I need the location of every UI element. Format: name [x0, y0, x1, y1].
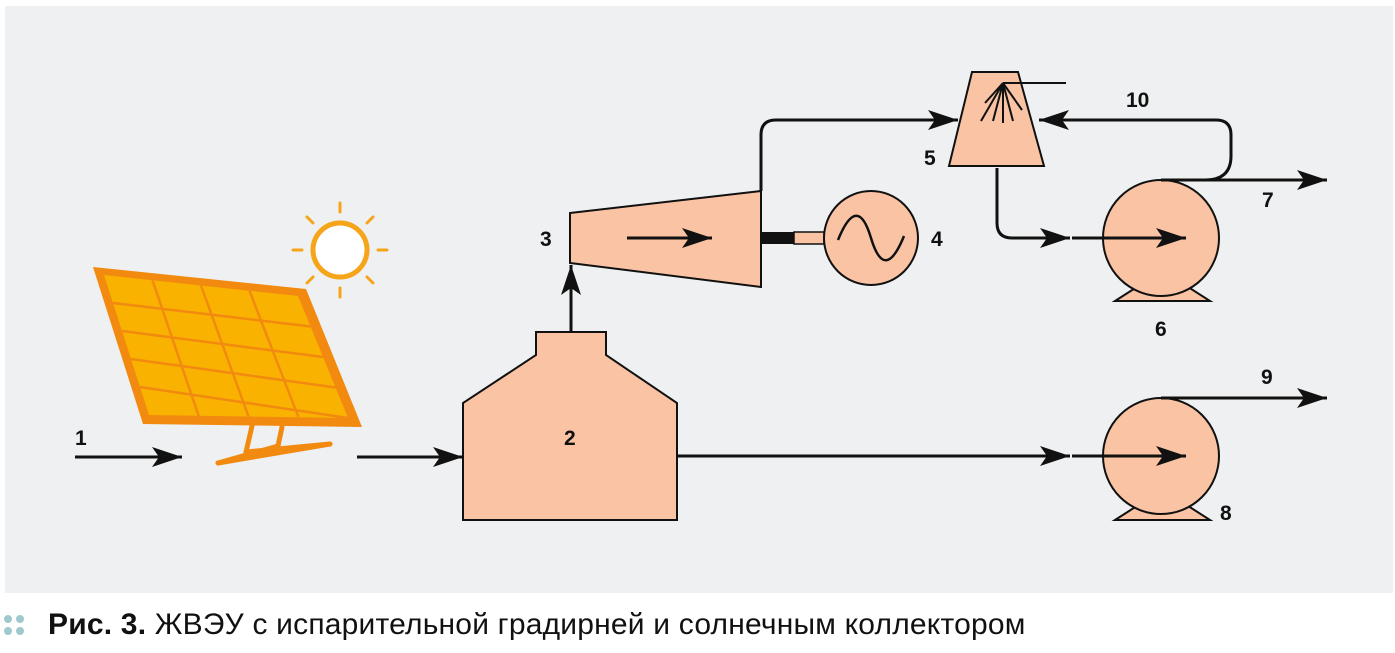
label-3: 3 — [540, 228, 552, 251]
label-7: 7 — [1262, 189, 1274, 212]
cooling-tower — [947, 71, 1046, 167]
pump-8 — [1102, 397, 1220, 521]
pump-6 — [1102, 178, 1230, 302]
evaporator-vessel — [462, 331, 678, 521]
flow-turbine-to-tower — [759, 110, 958, 191]
sun-icon — [291, 201, 389, 299]
flow-10-recirculation — [1039, 110, 1233, 182]
caption-bullet-icon — [4, 614, 26, 636]
label-2: 2 — [564, 427, 576, 450]
caption-text: ЖВЭУ с испарительной градирней и солнечн… — [154, 608, 1026, 641]
spray-nozzle-icon — [980, 82, 1066, 123]
label-4: 4 — [931, 228, 943, 251]
label-6: 6 — [1155, 318, 1167, 341]
flow-tower-to-pump6 — [995, 168, 1070, 248]
turbine-shaft — [761, 232, 794, 244]
label-5: 5 — [924, 147, 936, 170]
generator-sine-icon — [823, 190, 919, 286]
process-diagram: 1 2 3 4 5 6 7 8 9 10 — [75, 71, 1327, 525]
caption-label: Рис. 3. — [48, 608, 147, 641]
label-10: 10 — [1126, 89, 1149, 112]
label-8: 8 — [1220, 502, 1232, 525]
label-1: 1 — [75, 427, 87, 450]
solar-panel-icon — [93, 267, 362, 466]
label-9: 9 — [1261, 366, 1273, 389]
figure-caption: Рис. 3. ЖВЭУ с испарительной градирней и… — [0, 600, 1395, 650]
